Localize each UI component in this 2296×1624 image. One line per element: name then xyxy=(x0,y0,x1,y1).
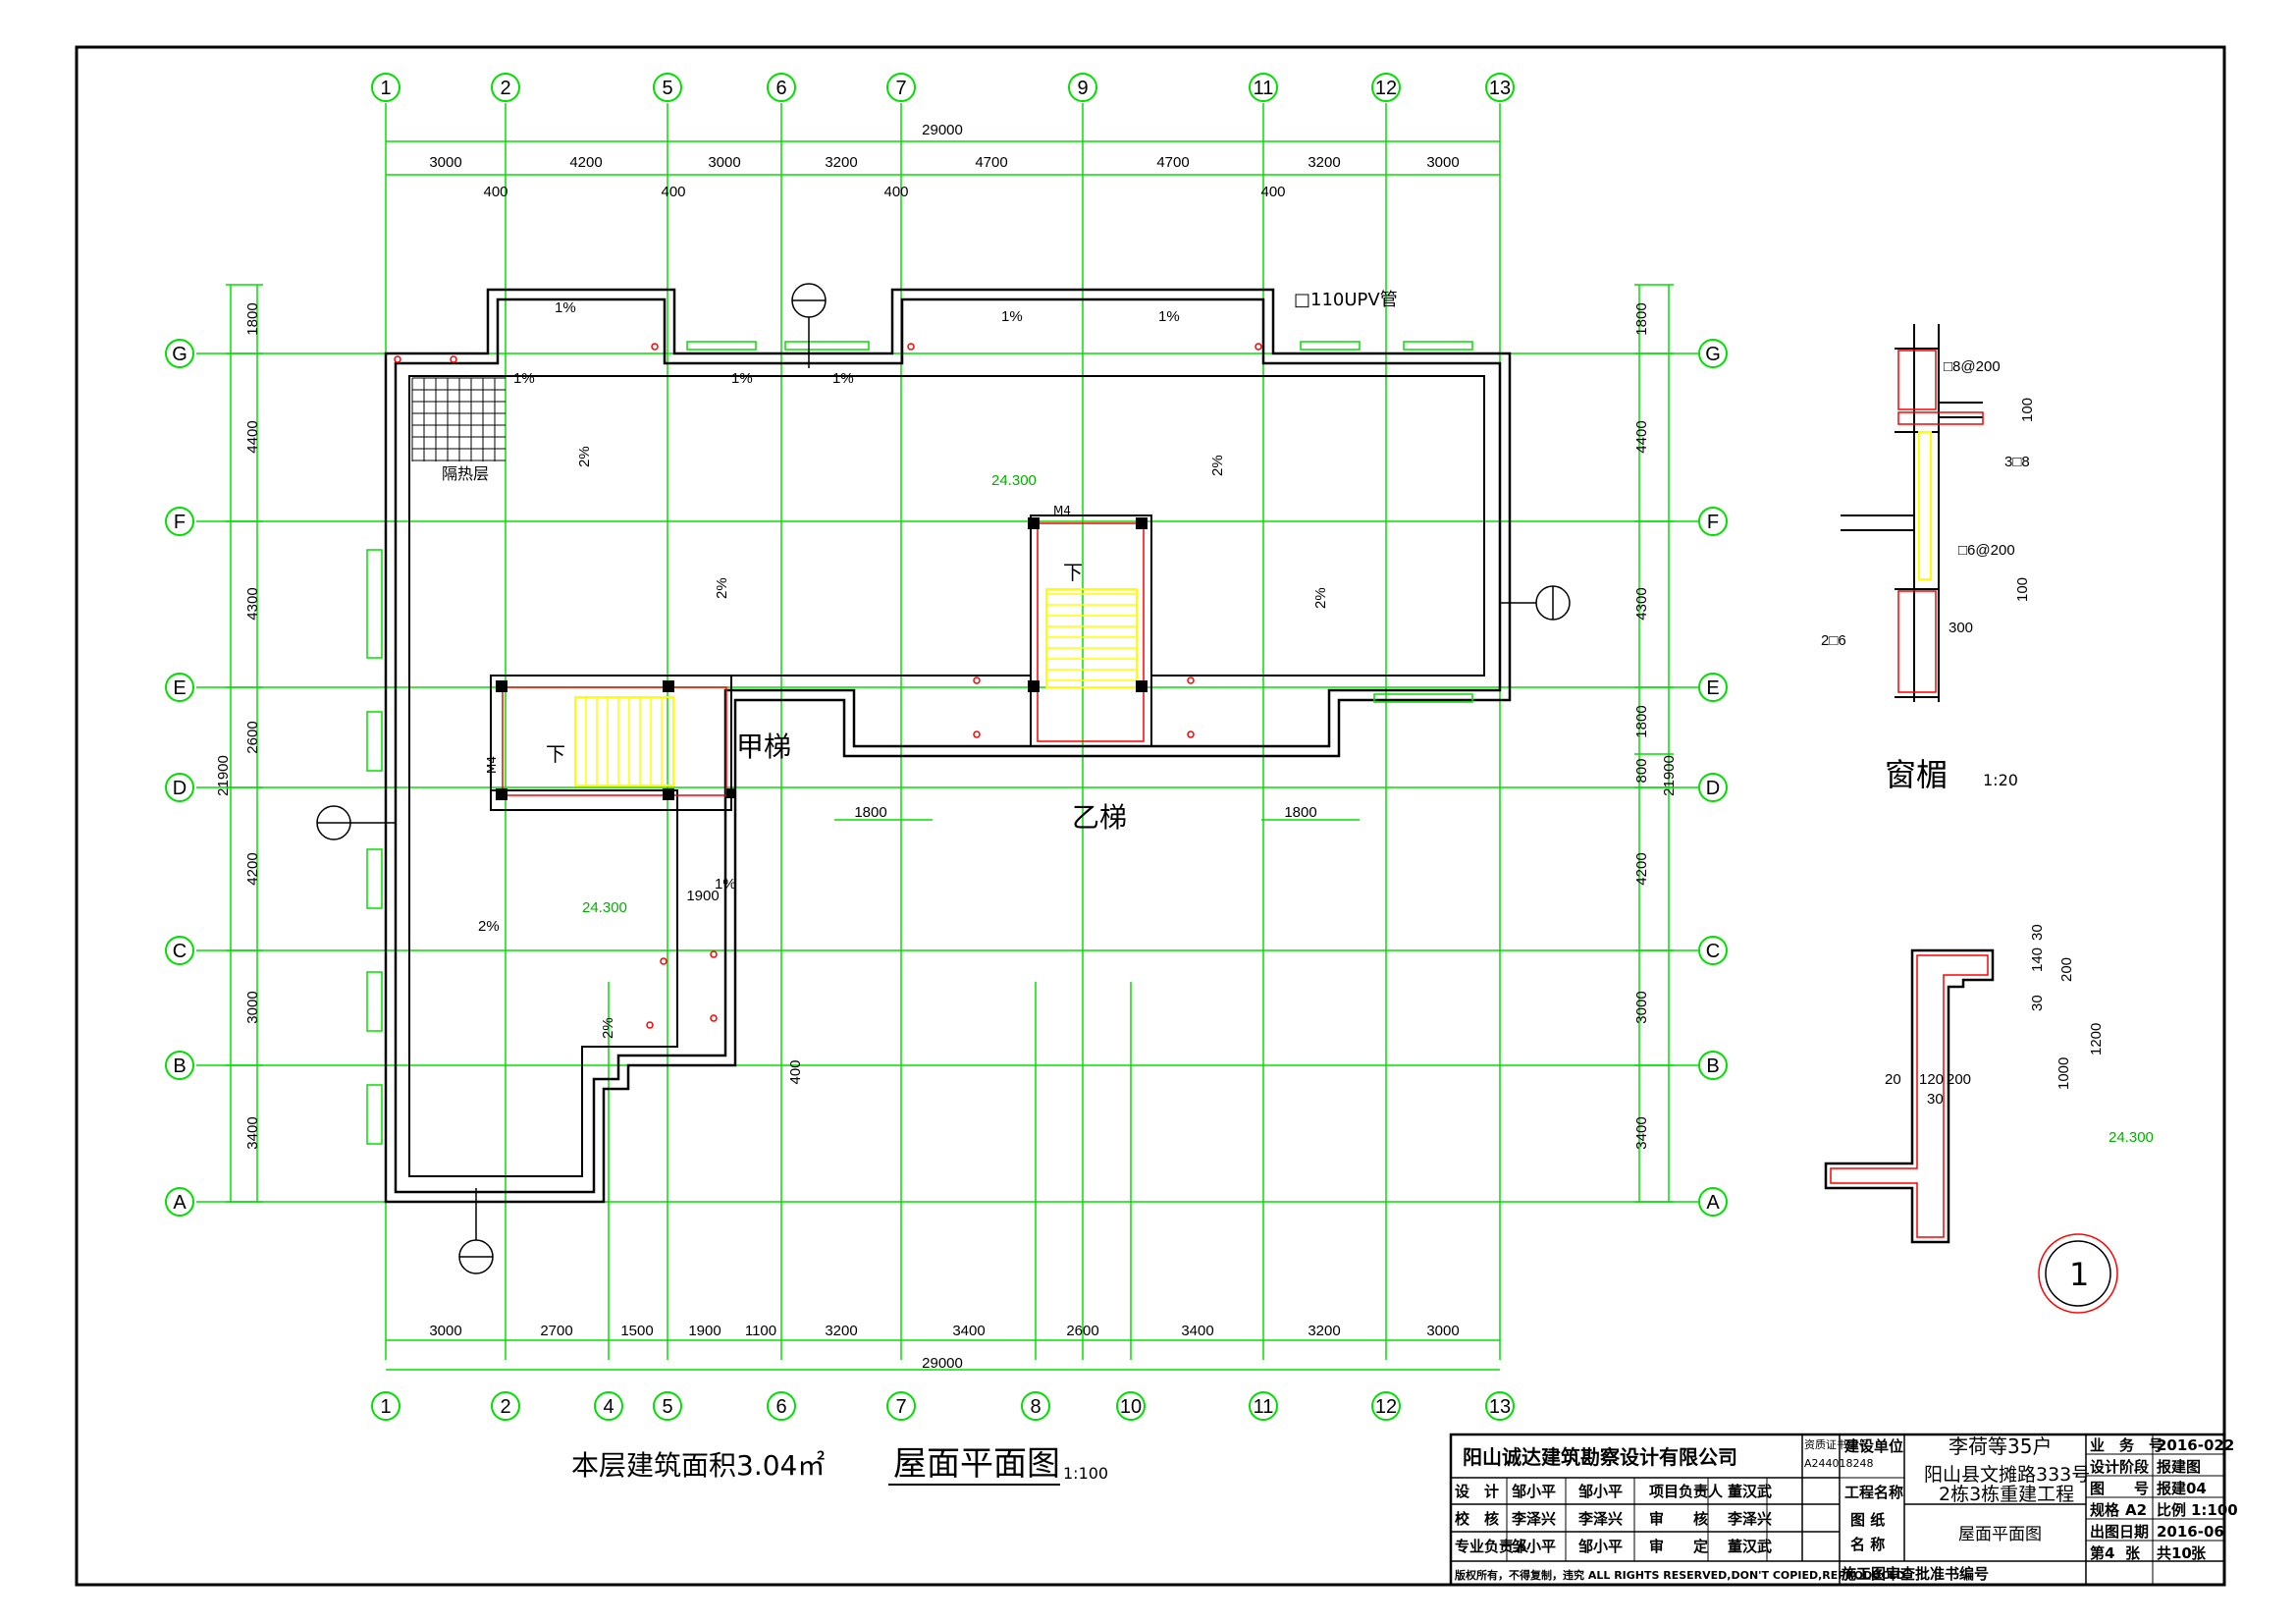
columns xyxy=(496,517,1148,800)
dim-top-6: 3200 xyxy=(1308,154,1340,171)
dim-top-0: 3000 xyxy=(429,154,461,171)
grid-row-right-6: A xyxy=(1706,1192,1720,1214)
grid-row-left-2: E xyxy=(173,677,186,699)
dim-top-4: 4700 xyxy=(975,154,1007,171)
dim-misc-0: 1800 xyxy=(854,804,886,821)
title-block xyxy=(1449,1433,2226,1587)
section-callouts xyxy=(316,283,1571,1274)
grid-axis-bottom-6: 8 xyxy=(1030,1396,1041,1418)
dim-bottom-6: 3400 xyxy=(952,1323,985,1339)
dim-right-total: 21900 xyxy=(1661,755,1678,796)
dim-left-0: 1800 xyxy=(244,302,261,335)
grid-axis-top-1: 2 xyxy=(500,78,510,99)
grid-row-right-2: E xyxy=(1706,677,1719,699)
grid-row-left-4: C xyxy=(173,941,187,962)
grid-axis-bottom-3: 5 xyxy=(662,1396,672,1418)
dim-top-small-3: 400 xyxy=(1260,184,1285,200)
grid-row-right-5: B xyxy=(1706,1056,1719,1077)
dimension-lines xyxy=(226,140,1674,1371)
grid-axis-top-3: 6 xyxy=(775,78,786,99)
dim-left-5: 3000 xyxy=(244,991,261,1023)
dim-right-0: 1800 xyxy=(1633,302,1650,335)
grid-axis-top-2: 5 xyxy=(662,78,672,99)
dim-bottom-4: 1100 xyxy=(745,1323,776,1339)
grid-axis-bottom-9: 12 xyxy=(1375,1396,1397,1418)
grid-row-left-0: G xyxy=(172,344,187,365)
dim-top-2: 3000 xyxy=(708,154,740,171)
dim-top-3: 3200 xyxy=(825,154,857,171)
grid-axis-top-6: 11 xyxy=(1254,78,1274,99)
grid-axis-top-8: 13 xyxy=(1489,78,1511,99)
dim-right-2: 4300 xyxy=(1633,587,1650,620)
detail-window-lintel xyxy=(1841,324,1984,702)
dim-left-2: 4300 xyxy=(244,587,261,620)
roof-drains xyxy=(394,343,1262,1029)
dim-bottom-9: 3200 xyxy=(1308,1323,1340,1339)
dim-bottom-7: 2600 xyxy=(1066,1323,1098,1339)
grid-axis-bottom-0: 1 xyxy=(380,1396,391,1418)
grid-row-left-6: A xyxy=(173,1192,187,1214)
grid-row-right-4: C xyxy=(1706,941,1720,962)
detail-parapet xyxy=(1824,948,2118,1314)
dim-right-7: 3400 xyxy=(1633,1116,1650,1149)
dim-left-6: 3400 xyxy=(244,1116,261,1149)
grid-row-right-3: D xyxy=(1706,778,1720,799)
grid-axis-top-5: 9 xyxy=(1077,78,1088,99)
dim-bottom-0: 3000 xyxy=(429,1323,461,1339)
dim-left-4: 4200 xyxy=(244,852,261,885)
dim-top-small-2: 400 xyxy=(883,184,908,200)
dim-misc-1: 1800 xyxy=(1284,804,1316,821)
grid-axis-bottom-1: 2 xyxy=(500,1396,510,1418)
grid-row-left-3: D xyxy=(173,778,187,799)
dim-left-3: 2600 xyxy=(244,721,261,753)
insulation-hatch xyxy=(411,377,506,461)
grid-axis-top-7: 12 xyxy=(1375,78,1397,99)
dim-bottom-3: 1900 xyxy=(688,1323,721,1339)
dim-bottom-8: 3400 xyxy=(1181,1323,1213,1339)
dim-right-1: 4400 xyxy=(1633,420,1650,453)
drawing-frame xyxy=(75,45,2226,1587)
grid-axis-bottom-4: 6 xyxy=(775,1396,786,1418)
dim-bottom-5: 3200 xyxy=(825,1323,857,1339)
dim-bottom-10: 3000 xyxy=(1426,1323,1459,1339)
grid-axis-top-4: 7 xyxy=(895,78,906,99)
building-outline xyxy=(384,288,1512,1204)
grid-axis-bottom-10: 13 xyxy=(1489,1396,1511,1418)
dim-top-5: 4700 xyxy=(1156,154,1189,171)
grid-row-right-0: G xyxy=(1705,344,1721,365)
grid-row-left-5: B xyxy=(173,1056,186,1077)
dim-top-small-1: 400 xyxy=(661,184,685,200)
dim-left-total: 21900 xyxy=(215,755,232,796)
grid-axis-bottom-7: 10 xyxy=(1120,1396,1142,1418)
grid-axis-bottom-5: 7 xyxy=(895,1396,906,1418)
dim-bottom-total: 29000 xyxy=(922,1355,963,1372)
dim-top-total: 29000 xyxy=(922,122,963,138)
grid-axis-bottom-8: 11 xyxy=(1254,1396,1274,1418)
grid-row-right-1: F xyxy=(1707,512,1719,533)
grid-axis-top-0: 1 xyxy=(380,78,391,99)
grid-row-left-1: F xyxy=(174,512,186,533)
dim-top-small-0: 400 xyxy=(483,184,507,200)
dim-bottom-2: 1500 xyxy=(620,1323,653,1339)
dim-left-1: 4400 xyxy=(244,420,261,453)
dim-bottom-1: 2700 xyxy=(540,1323,572,1339)
dim-top-7: 3000 xyxy=(1426,154,1459,171)
dim-right-6: 3000 xyxy=(1633,991,1650,1023)
dim-top-1: 4200 xyxy=(569,154,602,171)
dim-right-4: 800 xyxy=(1633,758,1650,783)
dim-right-3: 1800 xyxy=(1633,705,1650,737)
dim-misc-3: 400 xyxy=(787,1059,804,1084)
dim-right-5: 4200 xyxy=(1633,852,1650,885)
grid-axis-bottom-2: 4 xyxy=(603,1396,614,1418)
dim-misc-2: 1900 xyxy=(686,888,719,904)
stair-walls xyxy=(502,522,1145,796)
window-marks xyxy=(366,341,1473,1145)
